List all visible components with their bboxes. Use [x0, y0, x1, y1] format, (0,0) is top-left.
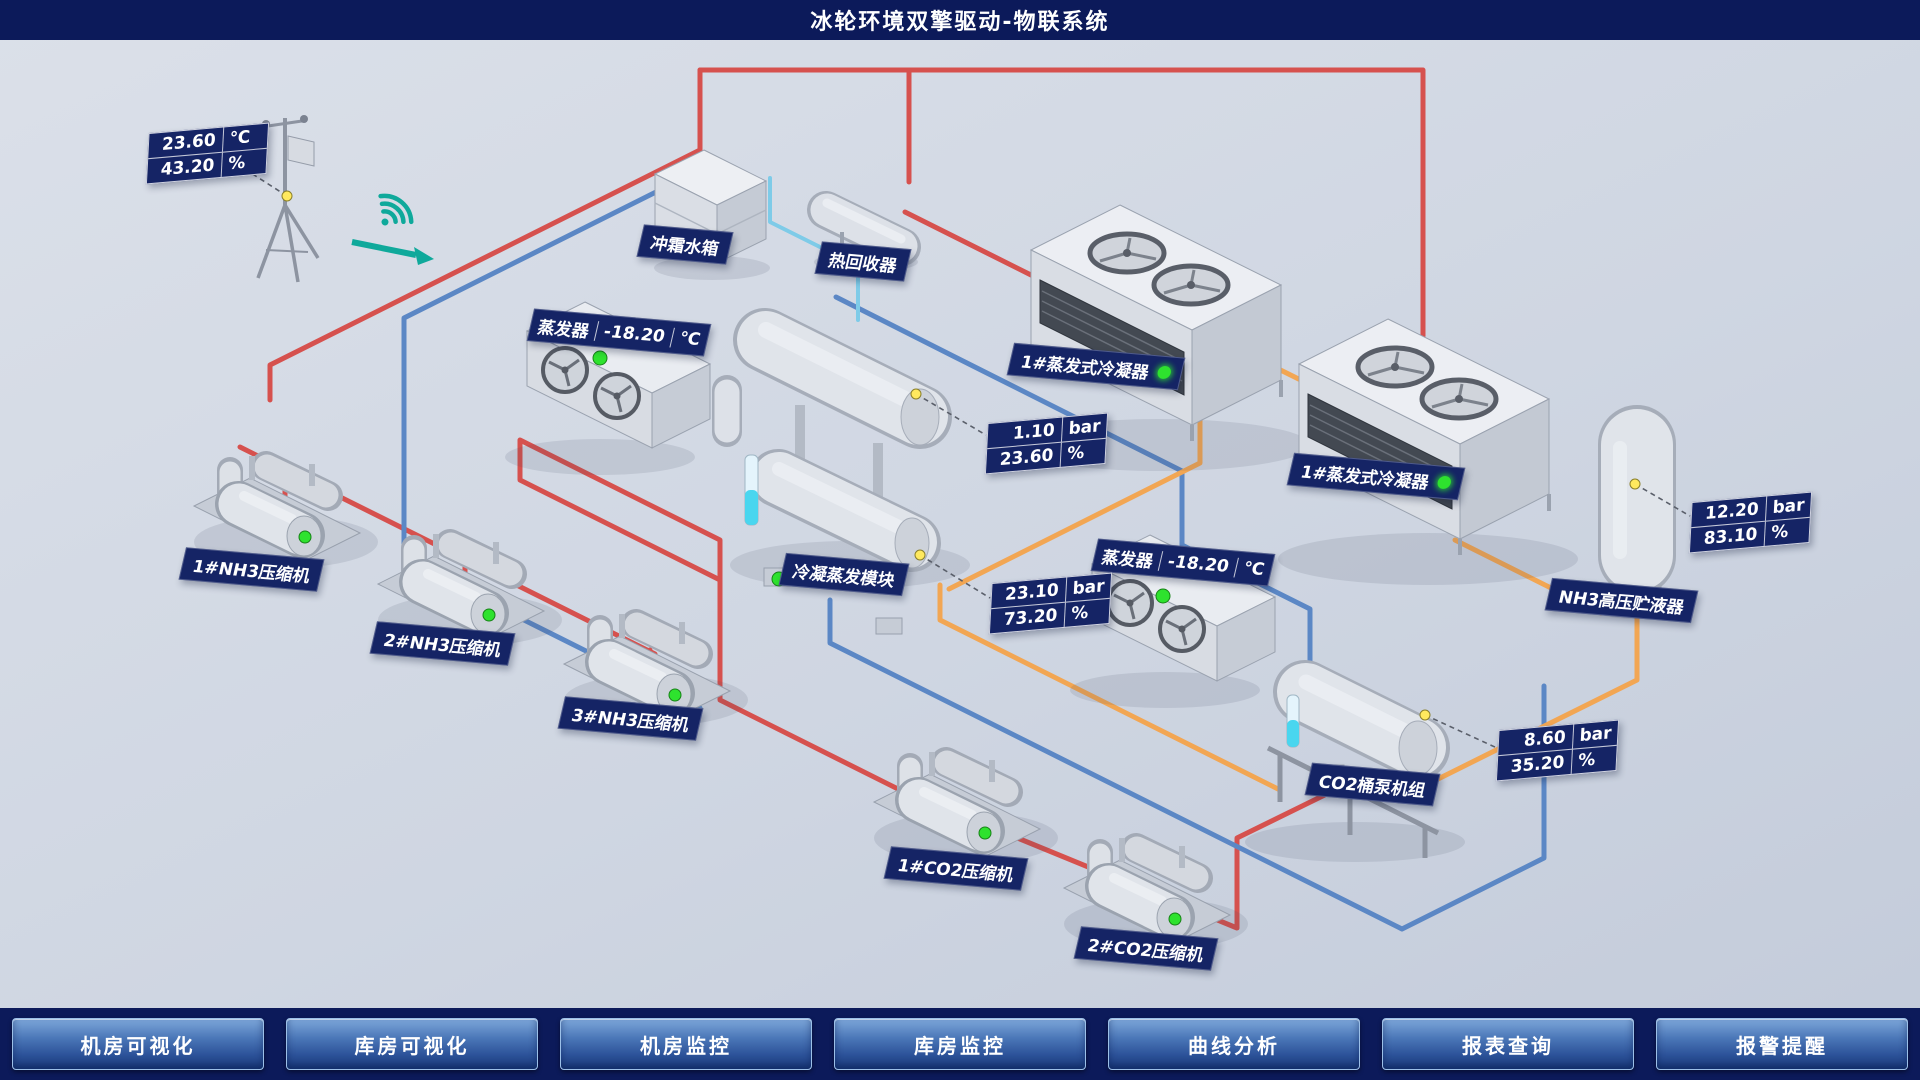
pipe-red-discharge-main: [267, 147, 703, 403]
cond-evap-level-value: 73.20: [1003, 605, 1058, 631]
nh3-compressor-1-text: 1#NH3压缩机: [190, 557, 312, 587]
leader-co2-gauge: [1424, 714, 1498, 749]
evaporator-left-text: 蒸发器: [535, 318, 591, 343]
weather-humidity-value: 43.20: [160, 155, 215, 181]
gauge-cond-evap: 23.10 bar 73.20 %: [988, 572, 1113, 635]
vessel-pressure-unit: bar: [1060, 413, 1108, 442]
gauge-nh3-receiver: 12.20 bar 83.10 %: [1688, 491, 1813, 554]
pipe-blue-defrost-main: [401, 181, 703, 711]
co2-pump-unit-text: CO2桶泵机组: [1316, 772, 1428, 802]
sensor-dot-cond-evap: [914, 549, 926, 561]
pipe-red-heat-recovery-to-condenser: [902, 209, 1038, 280]
nh3-receiver-level-value: 83.10: [1703, 524, 1758, 550]
pipe-orange-vessel-to-co2: [937, 582, 1283, 793]
co2-pump-level-value: 35.20: [1510, 752, 1565, 778]
evaporator-right-text: 蒸发器: [1099, 548, 1155, 573]
nh3-receiver-pressure-unit: bar: [1764, 492, 1812, 521]
nh3-receiver-vessel: [1591, 405, 1683, 619]
nav-curve-analysis[interactable]: 曲线分析: [1108, 1018, 1360, 1070]
pipe-red-top-header: [697, 67, 1426, 339]
co2-pump-level-unit: %: [1570, 745, 1617, 774]
sensor-dot-nh3-receiver: [1629, 478, 1641, 490]
nav-machine-room-monitoring[interactable]: 机房监控: [560, 1018, 812, 1070]
cond-evap-module-text: 冷凝蒸发模块: [790, 562, 897, 592]
page-title: 冰轮环境双擎驱动-物联系统: [810, 10, 1110, 35]
gauge-weather: 23.60 ℃ 43.20 %: [145, 122, 270, 185]
nav-warehouse-monitoring[interactable]: 库房监控: [834, 1018, 1086, 1070]
pipe-blue-right-circuit: [833, 294, 1313, 683]
pipe-red-co2-circuit: [717, 577, 1348, 931]
condenser-2-text: 1#蒸发式冷凝器: [1298, 462, 1431, 494]
nav-alarm-alert[interactable]: 报警提醒: [1656, 1018, 1908, 1070]
vessel-level-unit: %: [1059, 438, 1106, 467]
sensor-leaders: [239, 165, 1691, 749]
evaporator-left-unit: ℃: [669, 327, 710, 351]
evaporator-right-status-dot: [1155, 588, 1171, 604]
sensor-dot-weather: [281, 190, 293, 202]
evaporator-right-temperature: -18.20: [1157, 550, 1238, 577]
evaporator-right-unit: ℃: [1233, 557, 1274, 581]
co2-compressor-1-text: 1#CO2压缩机: [895, 856, 1016, 886]
sensor-dot-vessel: [910, 388, 922, 400]
cond-evap-level-unit: %: [1063, 598, 1110, 627]
leader-vessel-gauge: [915, 393, 987, 436]
gauge-vessel-pressure: 1.10 bar 23.60 %: [984, 412, 1109, 475]
evaporative-condenser-2: [1278, 319, 1578, 585]
nh3-compressor-2-text: 2#NH3压缩机: [381, 631, 503, 661]
leader-nh3-gauge: [1634, 483, 1691, 517]
nav-machine-room-visualization[interactable]: 机房可视化: [12, 1018, 264, 1070]
weather-humidity-unit: %: [220, 148, 267, 177]
bottom-nav: 机房可视化 库房可视化 机房监控 库房监控 曲线分析 报表查询 报警提醒: [0, 1008, 1920, 1080]
nh3-receiver-text: NH3高压贮液器: [1556, 587, 1686, 619]
cond-evap-module: [712, 308, 970, 635]
nh3-receiver-level-unit: %: [1763, 517, 1810, 546]
weather-temperature-unit: ℃: [221, 123, 269, 152]
evaporator-left-status-dot: [592, 350, 608, 366]
nav-report-query[interactable]: 报表查询: [1382, 1018, 1634, 1070]
weather-station: [256, 115, 320, 283]
wifi-icon: [378, 193, 414, 226]
condenser-1-status-dot: [1156, 365, 1173, 380]
defrost-water-tank-text: 冲霜水箱: [648, 234, 721, 260]
nh3-compressor-3-text: 3#NH3压缩机: [569, 706, 691, 736]
nav-warehouse-visualization[interactable]: 库房可视化: [286, 1018, 538, 1070]
condenser-2-status-dot: [1436, 475, 1453, 490]
condenser-1-text: 1#蒸发式冷凝器: [1018, 352, 1151, 384]
vessel-level-value: 23.60: [999, 445, 1054, 471]
heat-recovery-text: 热回收器: [826, 251, 899, 277]
pipe-blue-bottom-return: [827, 597, 1547, 932]
gauge-co2-pump: 8.60 bar 35.20 %: [1495, 719, 1620, 782]
co2-compressor-2-text: 2#CO2压缩机: [1085, 936, 1206, 966]
header-bar: 冰轮环境双擎驱动-物联系统: [0, 0, 1920, 40]
co2-pump-pressure-unit: bar: [1571, 720, 1619, 749]
sensor-dot-co2-pump: [1419, 709, 1431, 721]
pipe-cyan-tank-line: [768, 176, 860, 322]
cond-evap-pressure-unit: bar: [1064, 573, 1112, 602]
evaporator-left-temperature: -18.20: [593, 320, 674, 347]
signal-arrow-icon: [351, 239, 434, 265]
leader-cond-evap-gauge: [919, 554, 991, 599]
